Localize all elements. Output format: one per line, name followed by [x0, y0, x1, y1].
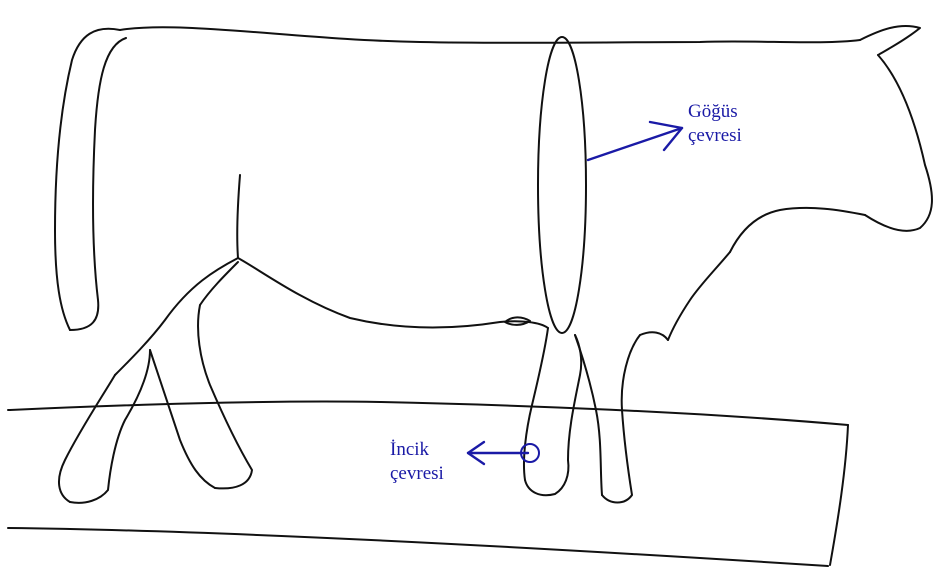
chest-girth-label: Göğüs çevresi	[688, 100, 742, 148]
shin-girth-label-line2: çevresi	[390, 462, 444, 486]
shin-arrow-icon	[468, 442, 528, 464]
shin-girth-label: İncik çevresi	[390, 438, 444, 486]
chest-girth-label-line1: Göğüs	[688, 100, 742, 124]
chest-girth-label-line2: çevresi	[688, 124, 742, 148]
shin-girth-label-line1: İncik	[390, 438, 444, 462]
chest-arrow-icon	[588, 122, 682, 160]
